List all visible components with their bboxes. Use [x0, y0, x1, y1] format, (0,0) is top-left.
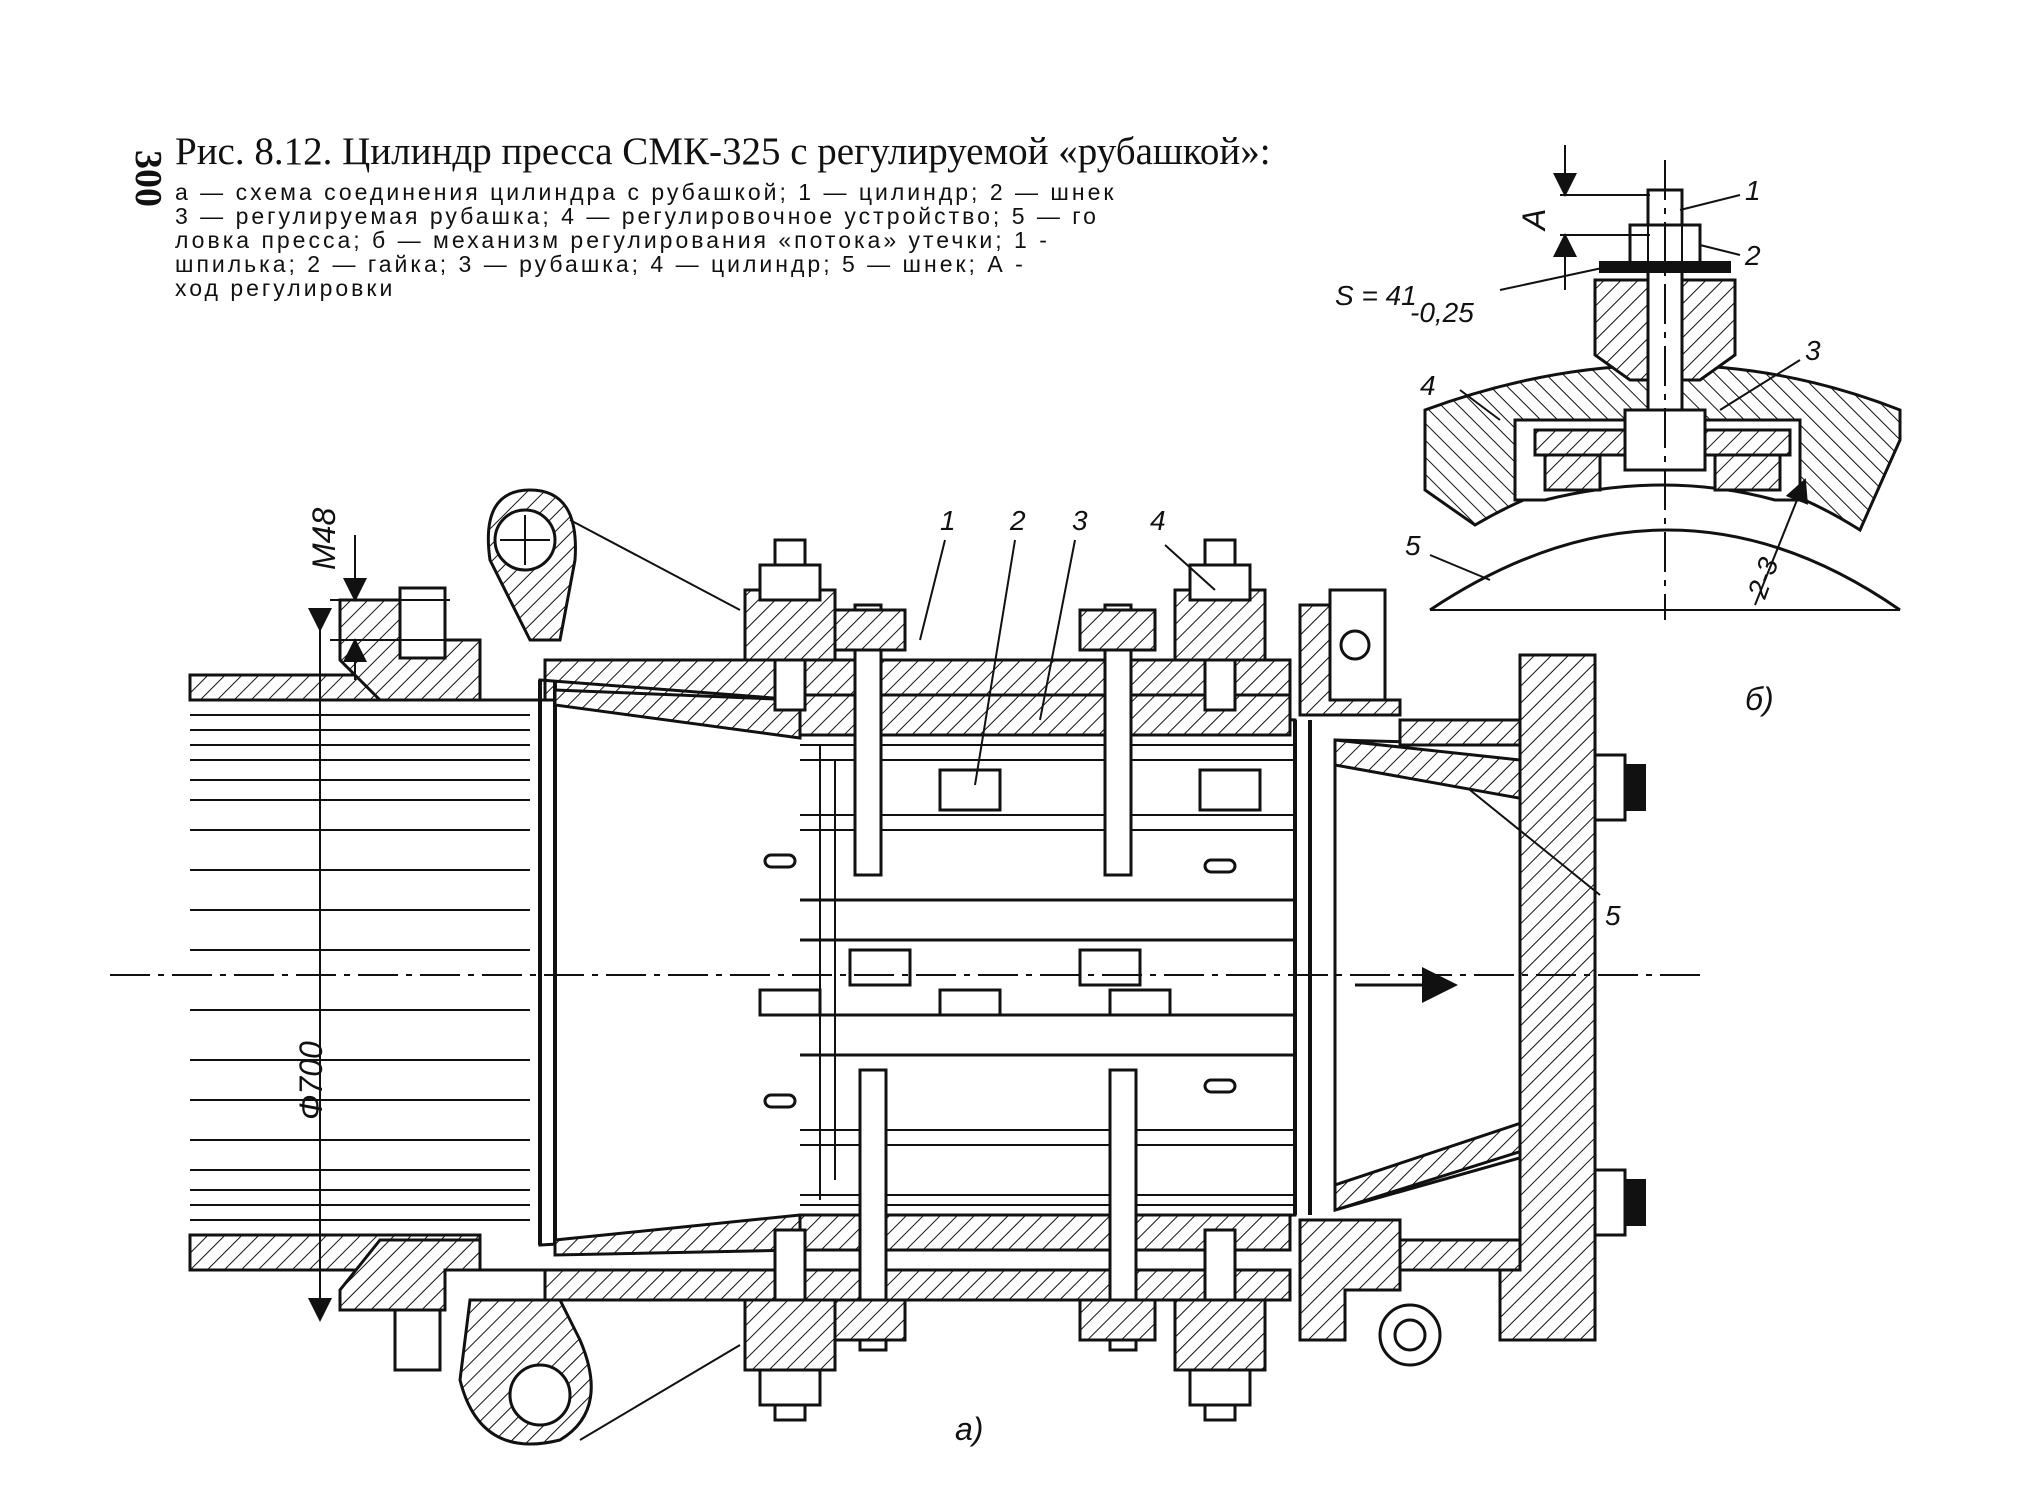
dim-wrench-tolerance: -0,25: [1410, 297, 1474, 328]
screw-arc: [1429, 528, 1901, 612]
flange-bolt-top: [398, 586, 447, 660]
adjust-studs-bottom: [743, 1068, 1267, 1422]
callout-b-3: 3: [1805, 335, 1821, 366]
screw-flight-tabs: [758, 768, 1262, 1017]
head-cone-bottom: [1333, 1117, 1532, 1213]
figure-caption: Рис. 8.12. Цилиндр пресса СМК-325 с регу…: [175, 128, 1275, 300]
caption-title: Рис. 8.12. Цилиндр пресса СМК-325 с регу…: [175, 130, 1271, 173]
caption-line: а — схема соединения цилиндра с рубашкой…: [175, 179, 1117, 205]
jacket-taper-top: [553, 688, 802, 740]
liner-lines-bottom: [190, 1009, 530, 1221]
callout-b-4: 4: [1420, 370, 1436, 401]
head-cone-top: [1333, 738, 1533, 802]
jacket-taper-bottom: [553, 1213, 802, 1257]
slot: [1203, 1078, 1237, 1094]
caption-body: а — схема соединения цилиндра с рубашкой…: [175, 180, 1250, 300]
slot: [1203, 858, 1237, 874]
dim-wrench-label: S = 41: [1335, 280, 1417, 311]
callout-a-1: 1: [940, 505, 956, 536]
callout-a-2: 2: [1009, 505, 1026, 536]
dim-diameter-label: Ф700: [293, 1041, 329, 1120]
caption-line: 3 — регулируемая рубашка; 4 — регулирово…: [175, 203, 1099, 229]
caption-line: ход регулировки: [175, 275, 396, 301]
head-ring-top: [1398, 718, 1522, 747]
dim-thread-label: М48: [306, 508, 342, 570]
end-flange: [1498, 653, 1597, 1342]
view-a-label: а): [955, 1411, 983, 1447]
liner-lines-top: [190, 714, 530, 951]
section-label: 2-3: [1741, 553, 1784, 603]
callout-a-3: 3: [1072, 505, 1088, 536]
slot: [763, 853, 797, 869]
hinge-pin-bottom: [508, 1363, 572, 1427]
callout-b-1: 1: [1745, 175, 1761, 206]
callout-a-4: 4: [1150, 505, 1166, 536]
caption-line: шпилька; 2 — гайка; 3 — рубашка; 4 — цил…: [175, 251, 1026, 277]
flange-boss-bottom: [338, 1238, 482, 1312]
view-a-drawing: Ф700 М48 1 2 3 4 5 а): [110, 488, 1700, 1447]
caption-line: ловка пресса; б — механизм регулирования…: [175, 227, 1050, 253]
callout-b-5: 5: [1405, 530, 1421, 561]
cone-section: [538, 678, 1297, 1247]
dim-stroke-label: А: [1516, 209, 1552, 232]
callout-a-5: 5: [1605, 900, 1621, 931]
head-ring-bottom: [1398, 1238, 1522, 1272]
head-flange-bottom: [1298, 1218, 1402, 1342]
adjust-studs-top: [743, 538, 1267, 877]
callout-b-2: 2: [1744, 240, 1761, 271]
slot: [763, 1093, 797, 1109]
view-b-label: б): [1745, 681, 1774, 717]
view-b-drawing: А S = 41 -0,25 1 2 3 4 5 2-3 б): [1335, 145, 1902, 717]
flange-bolt-bottom: [393, 1308, 442, 1372]
